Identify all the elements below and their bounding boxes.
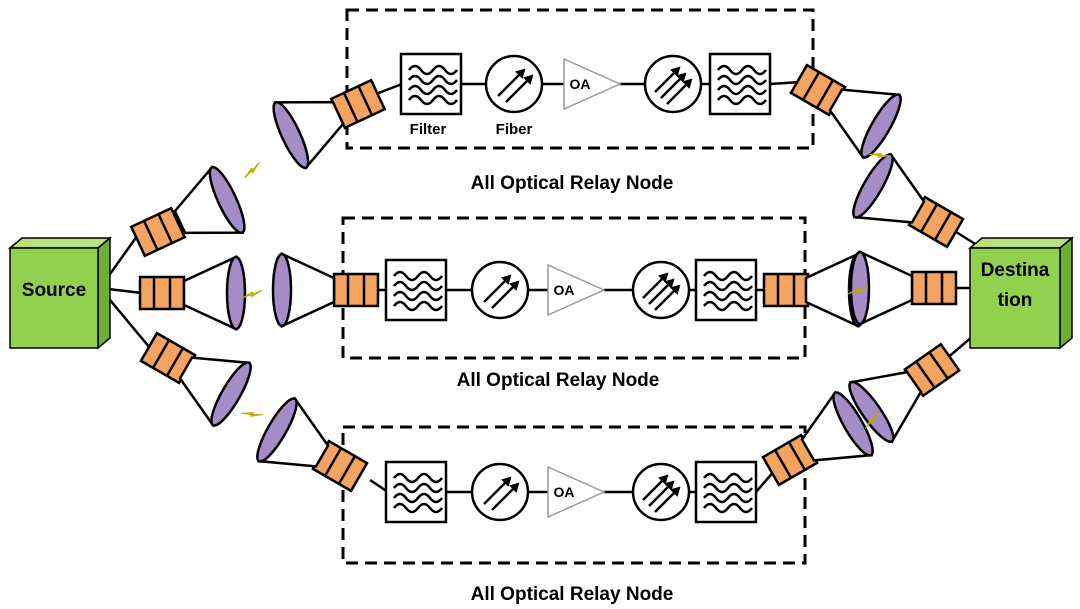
fiber-icon [470,462,530,522]
antenna-icon [182,255,247,331]
lightning-icon [240,161,264,179]
fiber-icon [643,54,703,114]
fiber-icon [631,260,691,320]
destination-label-line2: tion [998,290,1033,311]
source-label: Source [22,280,86,301]
antenna-icon [271,252,336,328]
destination-node: Destina tion [967,236,1075,350]
source-node: Source [7,236,113,350]
collimator-icon [762,272,810,308]
filter-label: Filter [410,121,447,138]
fiber-icon [484,54,544,114]
collimator-icon [332,272,380,308]
fiber-icon [470,260,530,320]
oa-label: OA [570,76,591,92]
destination-label-line1: Destina [981,260,1050,281]
fiber-label: Fiber [496,121,533,138]
relay-label-middle: All Optical Relay Node [457,370,660,391]
filter-icon [708,52,772,116]
filter-icon [694,258,758,322]
antenna-icon [849,250,914,326]
filter-icon [384,460,448,524]
oa-label: OA [554,484,575,500]
fiber-icon [631,462,691,522]
oa-label: OA [554,282,575,298]
relay-label-top: All Optical Relay Node [471,173,674,194]
collimator-icon [910,270,958,306]
relay-label-bottom: All Optical Relay Node [471,584,674,605]
filter-icon [399,52,463,116]
filter-icon [694,460,758,524]
filter-icon [384,258,448,322]
lightning-icon [240,405,264,423]
relay-node-bottom [341,425,807,565]
collimator-icon [138,275,186,311]
